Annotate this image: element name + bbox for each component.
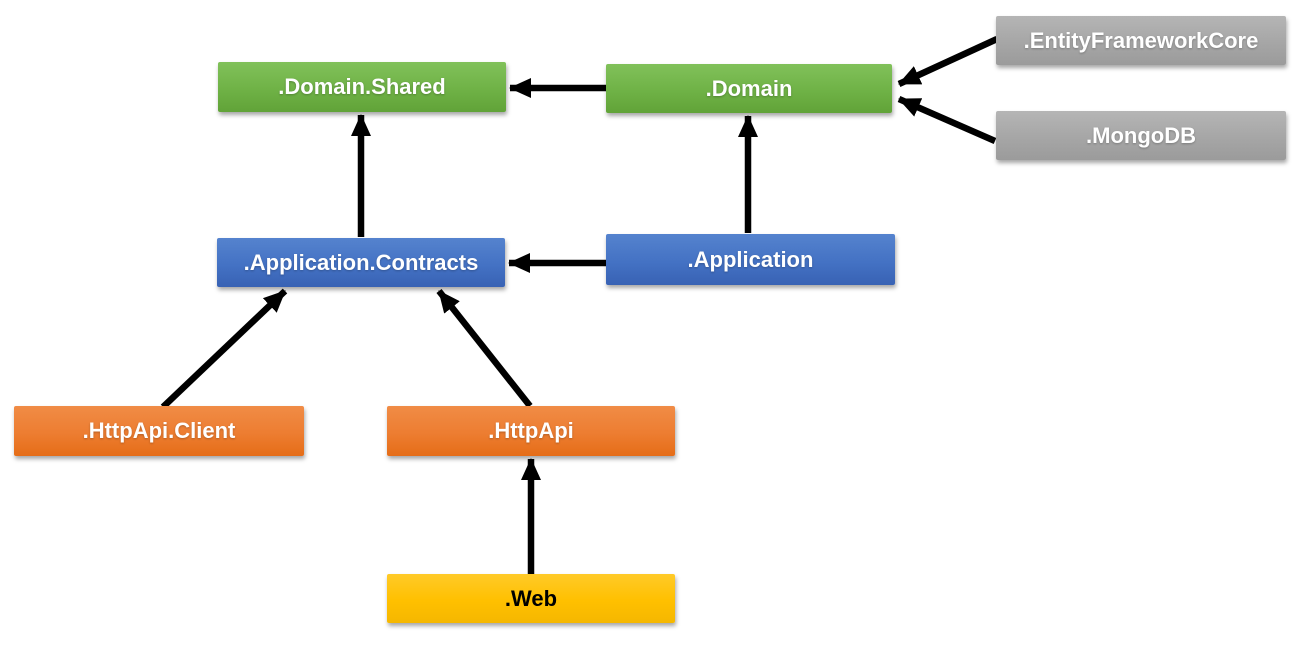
node-entity-framework-core-label: .EntityFrameworkCore	[1023, 27, 1259, 53]
node-httpapi-client-label: .HttpApi.Client	[82, 418, 236, 443]
node-domain-shared-label: .Domain.Shared	[278, 74, 446, 99]
node-mongodb: .MongoDB	[996, 111, 1286, 160]
arrow-httpapi-to-application-contracts	[436, 288, 533, 409]
node-domain: .Domain	[606, 64, 892, 113]
node-httpapi-label: .HttpApi	[488, 418, 574, 443]
node-domain-label: .Domain	[705, 75, 793, 101]
node-application-label: .Application	[687, 246, 814, 272]
node-mongodb-label: .MongoDB	[1086, 122, 1196, 148]
node-application-contracts: .Application.Contracts	[217, 238, 505, 287]
node-web-label: .Web	[504, 585, 558, 611]
node-entity-framework-core: .EntityFrameworkCore	[996, 16, 1286, 65]
node-domain-shared: .Domain.Shared	[218, 62, 506, 112]
arrow-entityframeworkcore-to-domain	[897, 36, 999, 87]
arrow-httpapi-client-to-application-contracts	[160, 288, 288, 410]
node-application: .Application	[606, 234, 895, 285]
node-httpapi: .HttpApi	[387, 406, 675, 456]
node-web: .Web	[387, 574, 675, 623]
node-httpapi-client: .HttpApi.Client	[14, 406, 304, 456]
node-application-contracts-label: .Application.Contracts	[243, 249, 479, 275]
arrow-mongodb-to-domain	[897, 96, 997, 144]
